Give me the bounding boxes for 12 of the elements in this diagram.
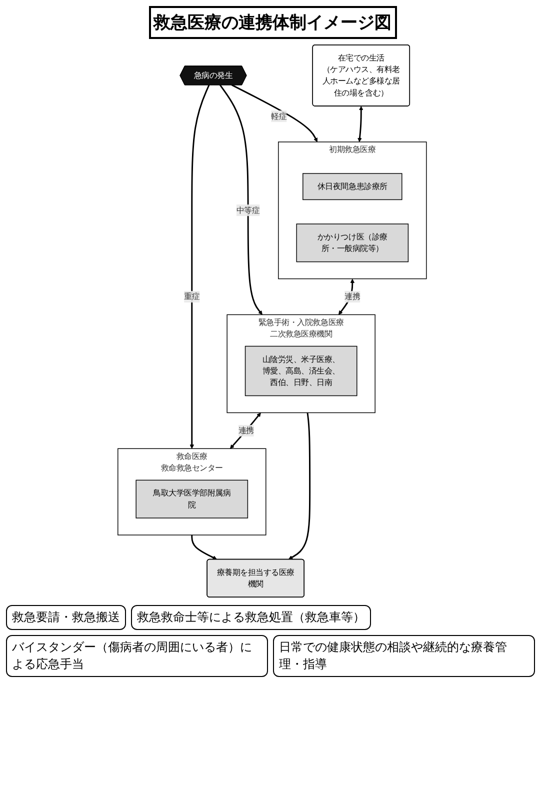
arrow xyxy=(288,412,311,560)
arrow xyxy=(358,106,364,142)
note-callout: バイスタンダー（傷病者の周囲にいる者）による応急手当 xyxy=(6,635,268,677)
action-label: 救急要請・救急搬送 xyxy=(6,605,126,630)
note-callout: 日常での健康状態の相談や継続的な療養管理・指導 xyxy=(273,635,535,677)
note-callout: 救急救命士等による救急処置（救急車等） xyxy=(131,605,371,630)
arrow xyxy=(192,535,218,560)
arrow xyxy=(230,412,262,449)
arrow xyxy=(220,84,263,315)
arrow xyxy=(232,84,318,142)
arrow xyxy=(190,84,210,449)
diagram-title: 救急医療の連携体制イメージ図 xyxy=(148,6,396,39)
